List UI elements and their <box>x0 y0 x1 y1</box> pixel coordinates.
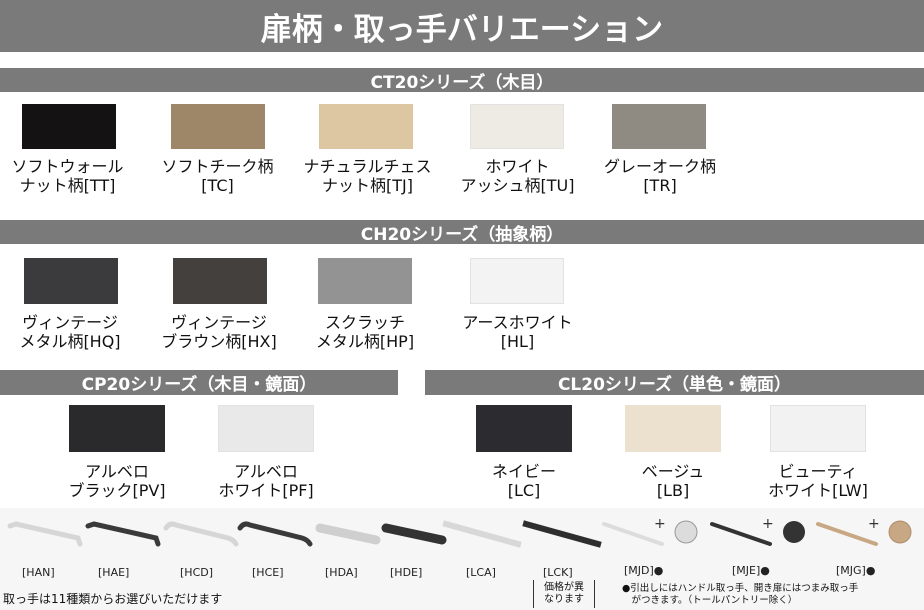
swatch-pf <box>218 405 314 452</box>
handle-hda-icon <box>315 523 381 545</box>
page-title-band: 扉柄・取っ手バリエーション <box>0 0 924 52</box>
label-lc: ネイビー [LC] <box>491 462 556 500</box>
handle-code-lca: [LCA] <box>466 566 496 579</box>
handle-code-mjg: [MJG]● <box>836 564 875 577</box>
swatch-pv <box>69 405 165 452</box>
handle-mjg-bar <box>816 522 878 546</box>
label-hq: ヴィンテージ メタル柄[HQ] <box>19 313 121 351</box>
label-lb: ベージュ [LB] <box>641 462 705 500</box>
handle-hae <box>84 516 162 556</box>
bullet-icon: ● <box>760 564 770 577</box>
handle-hde <box>380 516 450 556</box>
handle-hde-icon <box>381 523 447 545</box>
handle-hcd-icon <box>163 521 239 547</box>
swatch-lw <box>770 405 866 452</box>
handle-mje-icon: + <box>710 516 805 546</box>
handle-code-hcd: [HCD] <box>180 566 214 579</box>
handle-lca <box>442 516 522 556</box>
section-header-ct20: CT20シリーズ（木目） <box>0 68 924 93</box>
handle-hce-bar <box>237 521 313 547</box>
section-title-ct20: CT20シリーズ（木目） <box>370 72 554 93</box>
handle-mje-knob <box>783 521 805 543</box>
swatch-tr <box>612 104 706 149</box>
handle-mjg: + <box>816 512 920 552</box>
label-tt: ソフトウォール ナット柄[TT] <box>11 157 124 195</box>
handle-han <box>6 516 84 556</box>
swatch-tc <box>171 104 265 149</box>
label-pf: アルベロ ホワイト[PF] <box>218 462 314 500</box>
handle-han-bar <box>7 521 83 547</box>
section-header-cl20: CL20シリーズ（単色・鏡面） <box>425 370 924 395</box>
label-tc: ソフトチーク柄 [TC] <box>161 157 274 195</box>
footnote-right: ●引出しにはハンドル取っ手、開き扉にはつまみ取っ手 がつきます。（トールパントリ… <box>622 583 859 606</box>
handle-hae-bar <box>85 521 161 547</box>
handle-lca-icon <box>442 520 522 548</box>
label-lw: ビューティ ホワイト[LW] <box>768 462 868 500</box>
plus-icon: + <box>654 516 666 532</box>
swatch-tt <box>22 104 116 149</box>
handle-hae-icon <box>85 521 161 547</box>
label-tr: グレーオーク柄 [TR] <box>603 157 716 195</box>
handle-hcd-bar <box>163 521 239 547</box>
swatch-tu <box>470 104 564 149</box>
swatch-lb <box>625 405 721 452</box>
handle-mjd-knob <box>674 520 698 544</box>
handle-mjd: + <box>602 512 706 552</box>
handle-code-mje-text: [MJE] <box>732 564 761 577</box>
label-pv: アルベロ ブラック[PV] <box>68 462 166 500</box>
section-header-ch20: CH20シリーズ（抽象柄） <box>0 220 924 245</box>
lck-note: 価格が異 なります <box>544 582 584 605</box>
section-title-cl20: CL20シリーズ（単色・鏡面） <box>557 375 792 395</box>
handle-lck-bar <box>522 520 602 548</box>
plus-icon: + <box>762 516 774 532</box>
section-title-cp20: CP20シリーズ（木目・鏡面） <box>81 375 317 395</box>
plus-icon: + <box>868 516 880 532</box>
swatch-hq <box>24 258 118 304</box>
handle-hce <box>236 516 314 556</box>
swatch-hx <box>173 258 267 304</box>
label-tu: ホワイト アッシュ柄[TU] <box>460 157 575 195</box>
bullet-icon: ● <box>653 564 664 577</box>
handle-mjd-icon: + <box>602 516 698 546</box>
lck-note-bracket <box>533 580 595 608</box>
label-hx: ヴィンテージ ブラウン柄[HX] <box>161 313 277 351</box>
handle-code-mjg-text: [MJG] <box>836 564 866 577</box>
bullet-icon: ● <box>865 564 876 577</box>
footnote-left: 取っ手は11種類からお選びいただけます <box>3 592 223 606</box>
handle-lck <box>522 516 602 556</box>
handle-code-hde: [HDE] <box>390 566 423 579</box>
handle-code-mjd-text: [MJD] <box>624 564 654 577</box>
handle-code-han: [HAN] <box>22 566 55 579</box>
handle-hda <box>314 516 384 556</box>
swatch-hp <box>318 258 412 304</box>
handle-hda-bar <box>315 523 381 545</box>
label-tj: ナチュラルチェス ナット柄[TJ] <box>303 157 432 195</box>
handle-hde-bar <box>381 523 447 545</box>
handle-hcd <box>162 516 240 556</box>
handles-panel <box>0 508 924 610</box>
handle-code-hda: [HDA] <box>325 566 358 579</box>
swatch-lc <box>476 405 572 452</box>
handle-mjg-icon: + <box>816 516 912 546</box>
handle-mjg-knob <box>888 520 912 544</box>
section-title-ch20: CH20シリーズ（抽象柄） <box>360 224 564 245</box>
handle-mjd-bar <box>602 522 664 546</box>
handle-mje: + <box>710 512 814 552</box>
handle-han-icon <box>7 521 83 547</box>
section-header-cp20: CP20シリーズ（木目・鏡面） <box>0 370 398 395</box>
label-hl: アースホワイト [HL] <box>462 313 573 351</box>
handle-code-mjd: [MJD]● <box>624 564 663 577</box>
handle-code-mje: [MJE]● <box>732 564 770 577</box>
handle-lca-bar <box>442 520 522 548</box>
handle-hce-icon <box>237 521 313 547</box>
handle-code-hce: [HCE] <box>252 566 284 579</box>
page-title: 扉柄・取っ手バリエーション <box>260 11 664 48</box>
handle-mje-bar <box>710 522 772 546</box>
handle-lck-icon <box>522 520 602 548</box>
label-hp: スクラッチ メタル柄[HP] <box>315 313 415 351</box>
swatch-hl <box>470 258 564 304</box>
handle-code-lck: [LCK] <box>543 566 573 579</box>
swatch-tj <box>319 104 413 149</box>
handle-code-hae: [HAE] <box>98 566 130 579</box>
